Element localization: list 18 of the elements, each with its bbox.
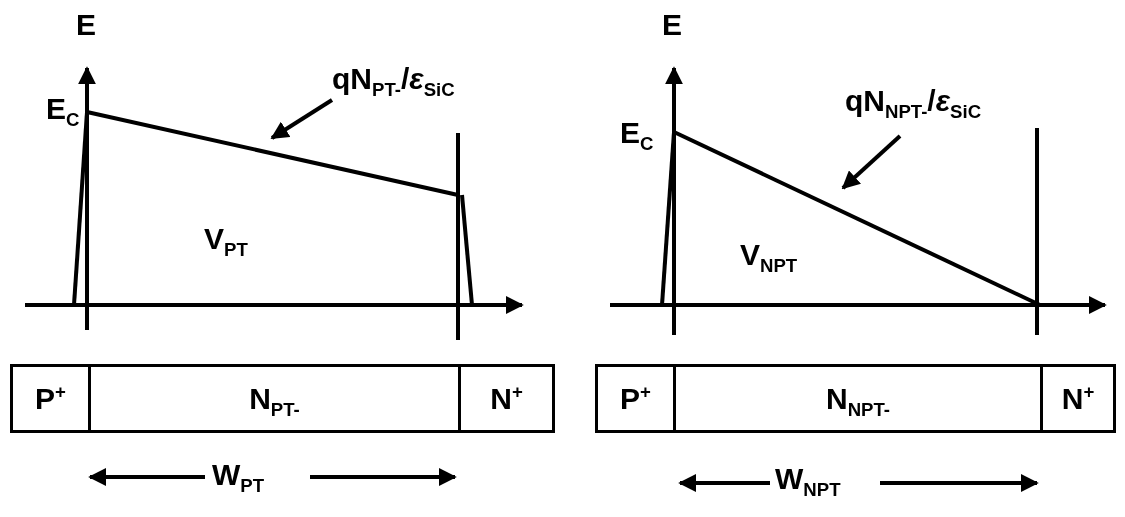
region-cell: P$^{+}$ [10, 364, 91, 433]
region-cell: P$^{+}$ [595, 364, 676, 433]
formula-annotation: qN$_{PT-}$/ε$_{SiC}$ [332, 62, 455, 95]
region-cell: N$^{+}$ [1040, 364, 1116, 433]
region-cell: N$_{PT-}$ [88, 364, 461, 433]
axis-label: E [76, 8, 96, 41]
axis-label: E [662, 8, 682, 41]
region-cell: N$^{+}$ [458, 364, 555, 433]
dimension-label: W$_{PT}$ [212, 458, 265, 491]
axis-value-label: E$_{C}$ [620, 116, 654, 149]
area-label: V$_{NPT}$ [740, 238, 798, 271]
area-label: V$_{PT}$ [204, 222, 248, 255]
region-cell: N$_{NPT-}$ [673, 364, 1043, 433]
formula-annotation: qN$_{NPT-}$/ε$_{SiC}$ [845, 84, 982, 117]
leader-arrow [270, 98, 334, 140]
dimension-label: W$_{NPT}$ [775, 462, 841, 495]
axis-value-label: E$_{C}$ [46, 92, 80, 125]
leader-arrow [841, 134, 902, 190]
